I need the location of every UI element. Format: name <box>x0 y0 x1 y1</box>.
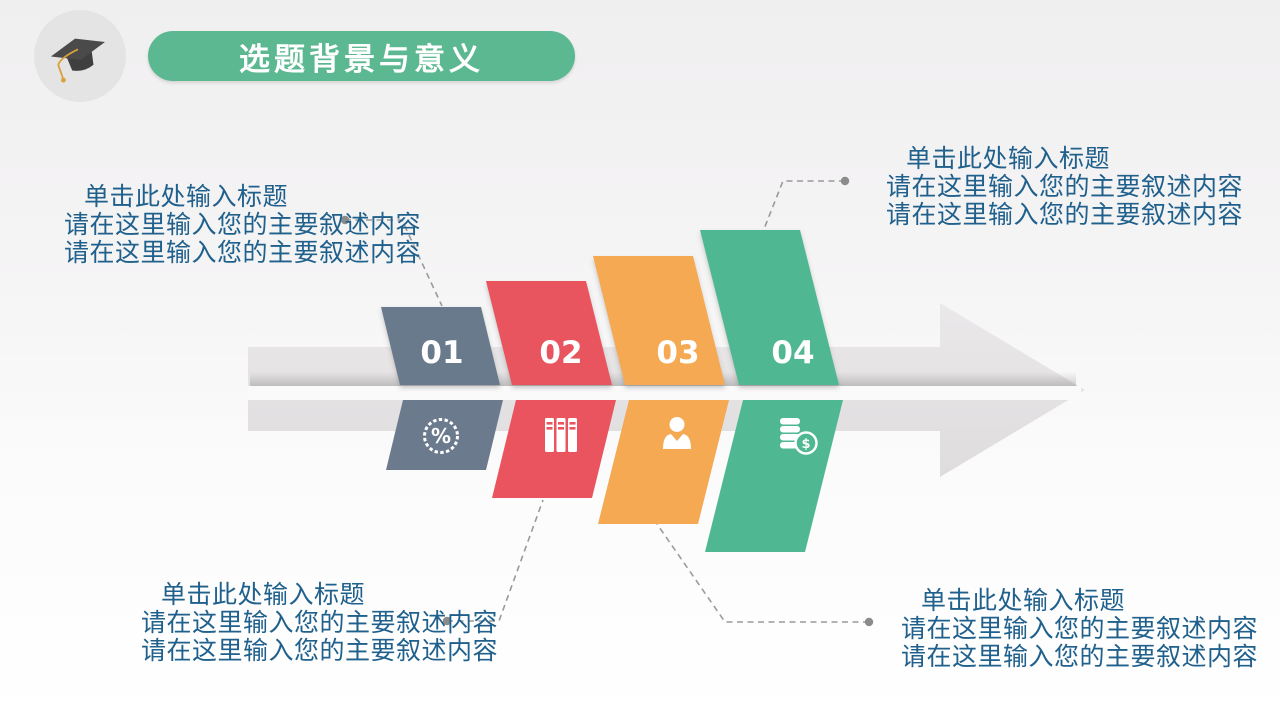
callout-line: 请在这里输入您的主要叙述内容 <box>886 201 1244 229</box>
step-1-upper-shape[interactable] <box>381 307 500 385</box>
callout-bottom-left[interactable]: 单击此处输入标题 请在这里输入您的主要叙述内容 请在这里输入您的主要叙述内容 <box>141 581 498 665</box>
callout-top-left[interactable]: 单击此处输入标题 请在这里输入您的主要叙述内容 请在这里输入您的主要叙述内容 <box>64 183 421 267</box>
callout-line: 请在这里输入您的主要叙述内容 <box>886 173 1244 201</box>
percent-badge-icon: % <box>423 418 459 454</box>
books-icon <box>545 418 577 452</box>
leader-dot-bottom-left <box>442 616 452 626</box>
coins-icon: $ <box>780 418 818 455</box>
callout-line: 请在这里输入您的主要叙述内容 <box>64 239 422 267</box>
step-3-number: 03 <box>656 335 699 371</box>
callout-bottom-right[interactable]: 单击此处输入标题 请在这里输入您的主要叙述内容 请在这里输入您的主要叙述内容 <box>901 587 1258 671</box>
slide-title: 选题背景与意义 <box>239 41 484 77</box>
step-1-number: 01 <box>420 335 463 371</box>
callout-line: 请在这里输入您的主要叙述内容 <box>64 211 422 239</box>
step-3-upper-shape[interactable] <box>593 256 725 385</box>
step-3-lower-shape[interactable] <box>598 400 729 524</box>
callout-title: 单击此处输入标题 <box>906 145 1111 173</box>
leader-line-bottom-right <box>656 523 869 623</box>
step-4-upper-shape[interactable] <box>700 230 839 385</box>
leader-dot-top-left <box>340 215 350 225</box>
step-2-number: 02 <box>539 335 582 371</box>
step-1-lower-shape[interactable] <box>386 400 503 470</box>
callout-line: 请在这里输入您的主要叙述内容 <box>901 615 1259 643</box>
leader-dot-bottom-right <box>864 617 874 627</box>
leader-dot-top-right <box>840 176 850 186</box>
leader-line-top-left <box>345 219 443 307</box>
callout-top-right[interactable]: 单击此处输入标题 请在这里输入您的主要叙述内容 请在这里输入您的主要叙述内容 <box>886 145 1243 229</box>
arrow-mid-stripe <box>248 386 1081 400</box>
leader-line-top-right <box>763 180 845 230</box>
step-4-number: 04 <box>771 335 814 371</box>
person-icon <box>663 417 691 449</box>
callout-title: 单击此处输入标题 <box>161 581 366 609</box>
callout-title: 单击此处输入标题 <box>921 587 1126 615</box>
step-2-upper-shape[interactable] <box>486 281 612 385</box>
svg-text:$: $ <box>801 437 810 452</box>
leader-line-bottom-left <box>447 499 544 622</box>
logo-badge <box>34 10 126 102</box>
slide-title-pill: 选题背景与意义 <box>148 31 575 81</box>
callout-line: 请在这里输入您的主要叙述内容 <box>141 609 499 637</box>
callout-line: 请在这里输入您的主要叙述内容 <box>901 643 1259 671</box>
callout-line: 请在这里输入您的主要叙述内容 <box>141 637 499 665</box>
svg-text:%: % <box>431 424 451 448</box>
callout-title: 单击此处输入标题 <box>84 183 289 211</box>
graduation-cap-icon <box>50 38 105 83</box>
